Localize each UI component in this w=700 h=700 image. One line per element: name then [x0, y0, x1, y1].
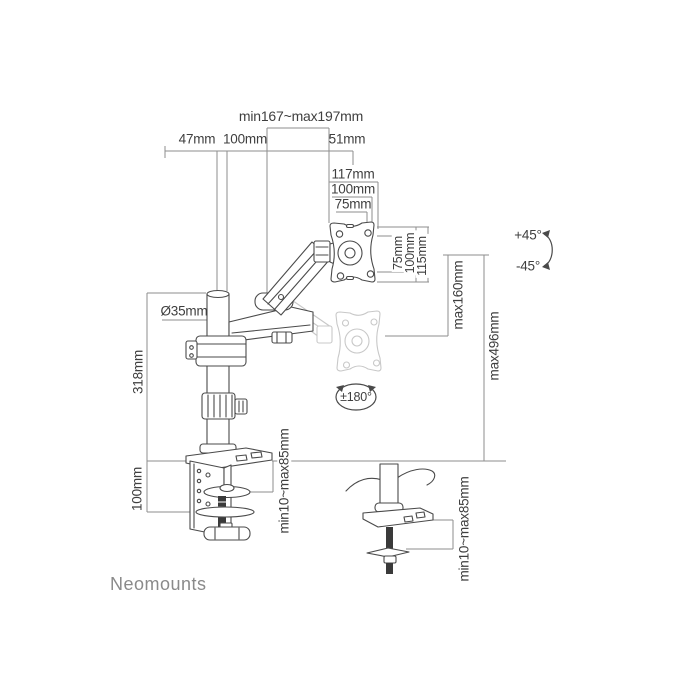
dim-label-vesa-width-mid: 100mm	[330, 181, 376, 197]
dim-label-clamp-height: 100mm	[129, 466, 145, 512]
dim-label-pole-height: 318mm	[130, 349, 146, 395]
tilt-up-label: +45°	[514, 227, 542, 243]
swivel-ellipse	[335, 383, 377, 411]
swivel-label: ±180°	[340, 389, 372, 404]
gas-spring-arm	[254, 240, 338, 316]
grommet-mount	[345, 463, 436, 574]
dim-label-vesa-width-outer: 117mm	[331, 166, 375, 182]
dim-label-width-range: min167~max197mm	[238, 108, 364, 124]
dim-label-desk-thickness-left: min10~max85mm	[276, 426, 292, 536]
dim-label-lift-range: max160mm	[450, 260, 466, 330]
dim-label-head-offset: 51mm	[328, 131, 366, 147]
dim-label-max-height: max496mm	[486, 311, 502, 381]
dim-label-pole-diameter: Ø35mm	[160, 303, 208, 319]
vesa-plate	[329, 221, 376, 283]
brand-logo: Neomounts	[110, 574, 207, 594]
dim-label-vesa-width-inner: 75mm	[334, 196, 372, 212]
rotation-arrows	[335, 230, 553, 411]
dim-label-link-length: 100mm	[222, 131, 268, 147]
adjustment-ring	[201, 392, 248, 420]
tilt-arc	[543, 233, 553, 267]
tilt-down-label: -45°	[515, 258, 541, 274]
dim-label-back-offset: 47mm	[178, 131, 216, 147]
dim-label-desk-thickness-right: min10~max85mm	[456, 476, 472, 582]
pole-collar	[185, 335, 247, 367]
dim-label-vesa-height-outer: 115mm	[414, 234, 429, 278]
desk-clamp	[185, 447, 273, 541]
arm-drawing	[185, 221, 436, 574]
